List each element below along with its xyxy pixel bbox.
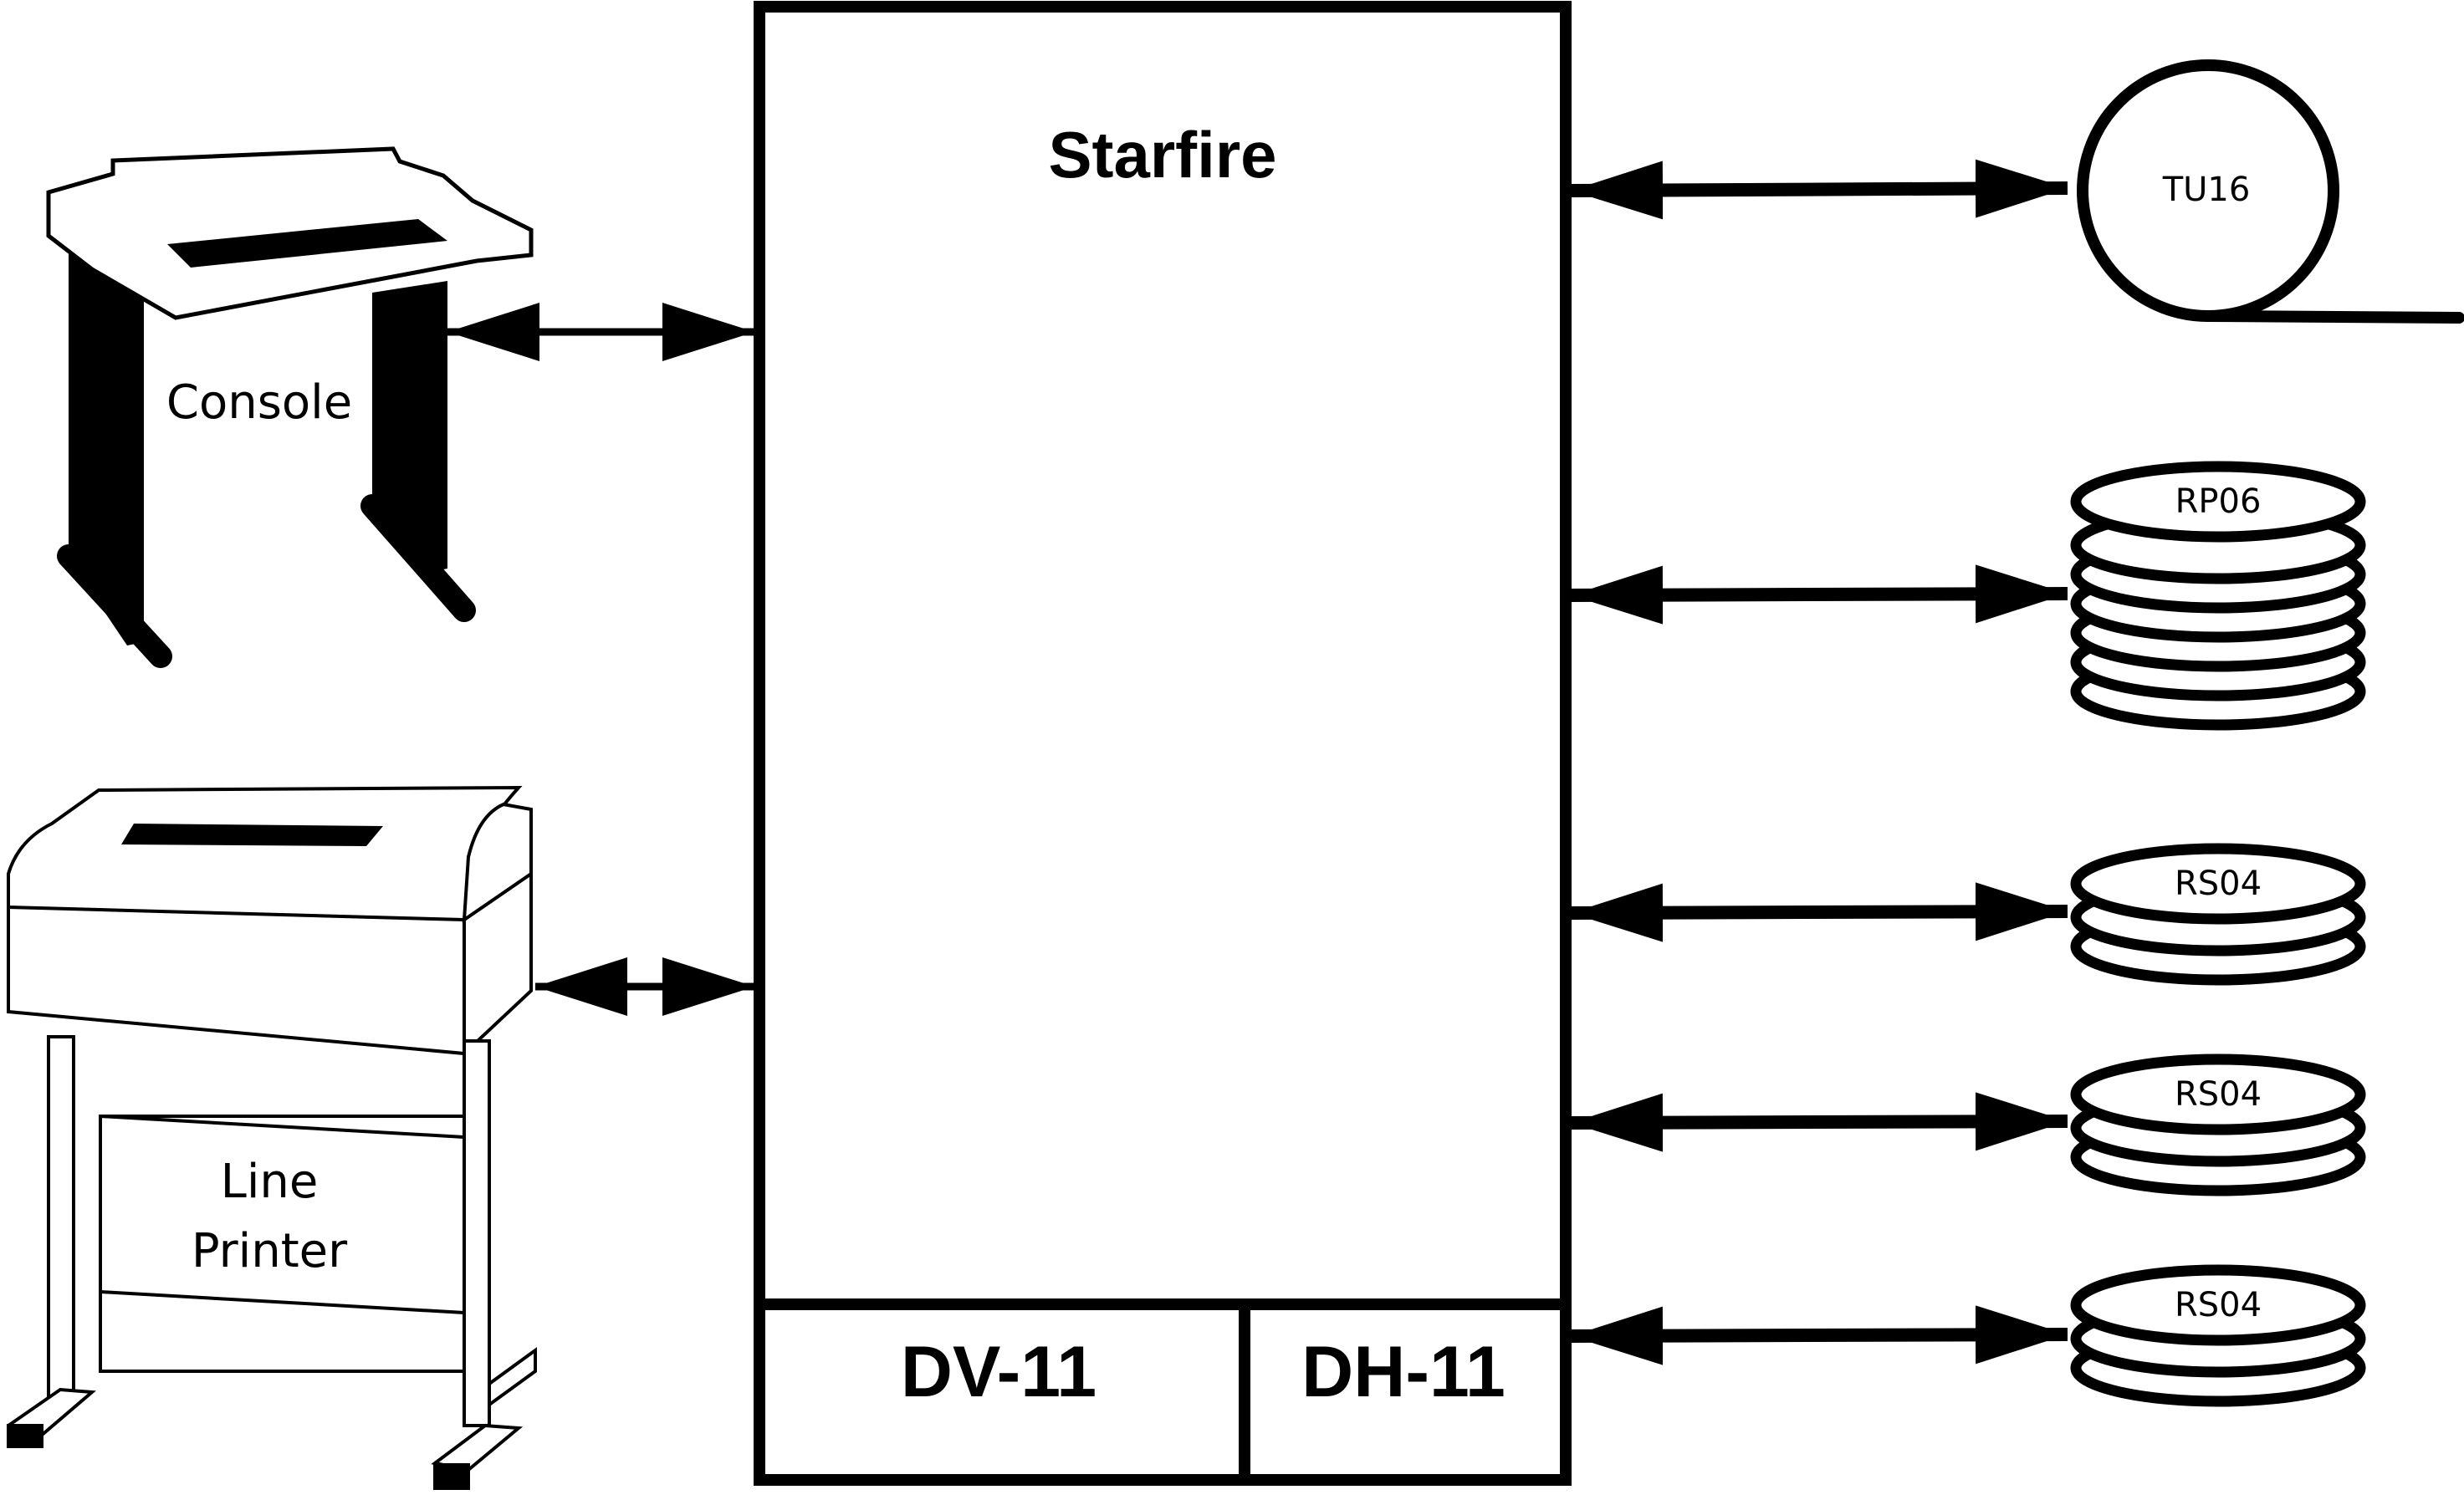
left-connections: [447, 303, 754, 1016]
line-printer-icon: Line Printer: [7, 785, 537, 1490]
rs04-label-3: RS04: [2175, 1286, 2262, 1324]
rs04-3-link-arrow: [1570, 1305, 2068, 1365]
rp06-link-arrow: [1570, 564, 2068, 625]
console-icon: Console: [46, 146, 534, 668]
rs04-2-link-arrow: [1570, 1092, 2068, 1152]
dh11-module-label: DH-11: [1301, 1332, 1505, 1412]
dv11-module-label: DV-11: [901, 1332, 1097, 1412]
starfire-box: Starfire DV-11 DH-11: [754, 1, 1572, 1486]
rs04-disk-icon-2: RS04: [2070, 1054, 2366, 1196]
console-label: Console: [166, 375, 352, 430]
rs04-label-1: RS04: [2175, 865, 2262, 903]
rs04-disk-icon-3: RS04: [2070, 1264, 2366, 1407]
right-connections: [1570, 159, 2068, 1365]
rp06-disk-icon: RP06: [2070, 461, 2366, 731]
tu16-tape-icon: TU16: [2077, 59, 2464, 324]
line-printer-label-line1: Line: [221, 1155, 319, 1209]
tu16-link-arrow: [1570, 159, 2068, 220]
rp06-label: RP06: [2175, 482, 2262, 521]
rs04-label-2: RS04: [2175, 1075, 2262, 1114]
line-printer-label-line2: Printer: [192, 1224, 348, 1278]
tu16-label: TU16: [2162, 171, 2251, 209]
rs04-disk-icon-1: RS04: [2070, 843, 2366, 986]
starfire-title: Starfire: [1048, 118, 1276, 191]
rs04-1-link-arrow: [1570, 882, 2068, 942]
